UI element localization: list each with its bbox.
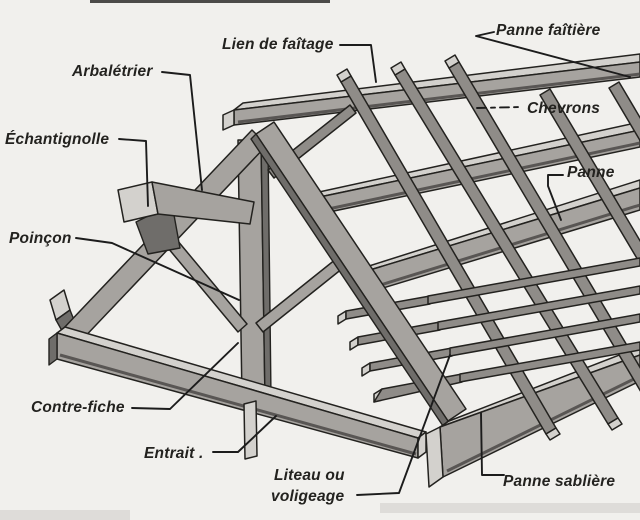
ridge-purlin-shadow xyxy=(237,72,640,124)
labels-group: Lien de faîtage Panne faîtière Arbalétri… xyxy=(5,22,615,505)
liteau-2-body xyxy=(437,285,640,331)
chevron-2-foot-face xyxy=(607,417,623,431)
tie-beam xyxy=(48,326,427,459)
label-contre-fiche: Contre-fiche xyxy=(31,399,125,416)
leader-contre-fiche xyxy=(131,342,239,410)
chevron-5 xyxy=(608,81,640,142)
left-purlin-end-face xyxy=(117,181,159,223)
liteaux-group xyxy=(427,257,640,383)
liteau-1-end-face xyxy=(337,310,347,325)
leader-poincon xyxy=(75,237,240,301)
liteau-2-end-face xyxy=(349,336,359,351)
liteau-3-body xyxy=(449,313,640,357)
scan-artifact-top xyxy=(90,0,330,3)
chevron-4 xyxy=(539,88,640,265)
wall-plate-end-face xyxy=(425,426,444,488)
liteau-1-body xyxy=(427,257,640,305)
leader-panne xyxy=(547,174,564,221)
tie-beam-left-end-face xyxy=(48,332,58,366)
leader-liteau-voligeage xyxy=(356,354,451,496)
chevron-1-foot-face xyxy=(545,427,561,441)
tie-beam-shadow xyxy=(59,353,417,456)
label-entrait: Entrait . xyxy=(144,445,204,462)
scan-smudge-bottom-right xyxy=(380,503,640,513)
chevron-2-top-cap xyxy=(390,61,406,76)
ridge-purlin-end-face xyxy=(222,109,235,131)
leader-lines xyxy=(75,31,631,496)
leader-panne-faitiere xyxy=(475,31,631,78)
leader-entrait xyxy=(212,415,277,453)
leader-lien-de-faitage xyxy=(339,44,377,83)
chevron-3-top-cap xyxy=(444,54,460,69)
label-panne: Panne xyxy=(567,164,615,181)
leader-arbaletrier xyxy=(161,71,203,191)
label-panne-sabliere: Panne sablière xyxy=(503,473,615,490)
label-liteau-line1: Liteau ou xyxy=(274,467,345,484)
label-chevrons: Chevrons xyxy=(527,100,600,117)
ridge-purlin xyxy=(222,53,640,131)
left-purlin-end xyxy=(117,181,255,225)
scan-smudge-bottom-left xyxy=(0,510,130,520)
label-liteau-line2: voligeage xyxy=(271,488,344,505)
king-post xyxy=(237,139,272,401)
king-post-tenon xyxy=(243,400,258,460)
liteau-4-body xyxy=(459,341,640,383)
leader-panne-sabliere xyxy=(480,412,505,476)
leader-chevrons xyxy=(476,106,522,109)
label-poincon: Poinçon xyxy=(9,230,72,247)
label-panne-faitiere: Panne faîtière xyxy=(496,22,601,39)
chevron-1-top-cap xyxy=(336,68,352,83)
king-post-tenon-face xyxy=(243,400,258,460)
label-echantignolle: Échantignolle xyxy=(5,131,109,148)
liteau-3-end-face xyxy=(361,362,371,377)
label-arbaletrier: Arbalétrier xyxy=(71,63,153,80)
label-lien-de-faitage: Lien de faîtage xyxy=(222,36,334,53)
leader-echantignolle xyxy=(118,138,149,207)
left-purlin-body xyxy=(151,181,255,225)
